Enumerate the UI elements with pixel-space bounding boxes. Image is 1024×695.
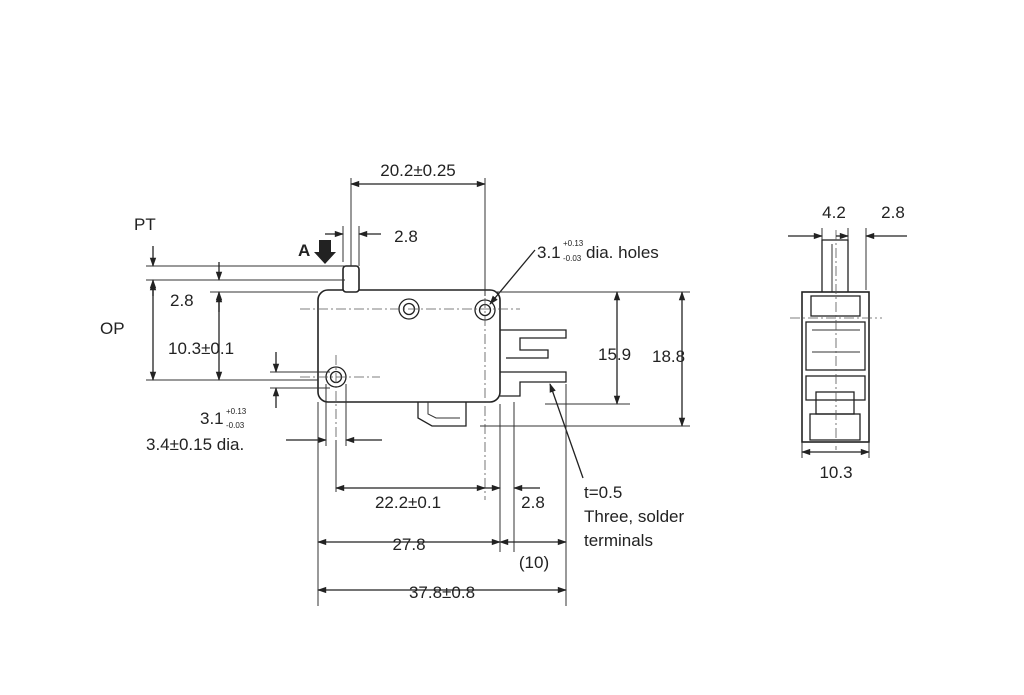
- label-hole-dia: 3.4±0.15 dia.: [146, 435, 244, 454]
- label-side-overall-width: 10.3: [819, 463, 852, 482]
- label-terminal-note-2: Three, solder: [584, 507, 684, 526]
- a-arrow-icon: [314, 240, 336, 264]
- dim-actuator-offset: 2.8: [325, 226, 418, 266]
- label-body-height: 18.8: [652, 347, 685, 366]
- dim-width-top: 20.2±0.25: [350, 161, 486, 296]
- dim-hole-left: 3.1 +0.13 -0.03 3.4±0.15 dia.: [146, 352, 382, 454]
- switch-body: [300, 265, 567, 500]
- label-terminal-spacing: 15.9: [598, 345, 631, 364]
- dim-pt-op: PT OP 2.8 10.3±0.1: [100, 215, 345, 381]
- label-hole-pitch: 22.2±0.1: [375, 493, 441, 512]
- label-actuator-offset: 2.8: [394, 227, 418, 246]
- label-terminal-note-1: t=0.5: [584, 483, 622, 502]
- terminal-note: t=0.5 Three, solder terminals: [549, 383, 684, 550]
- dim-vertical-right: 15.9 18.8: [480, 291, 690, 427]
- label-hole-left-main: 3.1: [200, 409, 224, 428]
- dim-horizontal-bottom: 22.2±0.1 2.8 27.8 (10) 37.8±0.8: [317, 384, 567, 606]
- label-hole-top-suffix: dia. holes: [586, 243, 659, 262]
- label-terminal-length: (10): [519, 553, 549, 572]
- label-side-width-a: 4.2: [822, 203, 846, 222]
- label-a: A: [298, 241, 310, 260]
- label-terminal-offset: 2.8: [521, 493, 545, 512]
- label-hole-top-sup-plus: +0.13: [563, 239, 584, 248]
- label-overall-length: 37.8±0.8: [409, 583, 475, 602]
- label-hole-left-sup-plus: +0.13: [226, 407, 247, 416]
- label-op-offset: 2.8: [170, 291, 194, 310]
- label-width-top: 20.2±0.25: [380, 161, 456, 180]
- label-hole-top-sup-minus: -0.03: [563, 254, 582, 263]
- label-side-width-b: 2.8: [881, 203, 905, 222]
- label-op-height: 10.3±0.1: [168, 339, 234, 358]
- front-view: 20.2±0.25 2.8 A PT OP: [100, 161, 690, 606]
- label-hole-left-sup-minus: -0.03: [226, 421, 245, 430]
- a-marker: A: [298, 240, 336, 264]
- label-pt: PT: [134, 215, 156, 234]
- label-body-length: 27.8: [392, 535, 425, 554]
- label-hole-top-main: 3.1: [537, 243, 561, 262]
- label-terminal-note-3: terminals: [584, 531, 653, 550]
- label-op: OP: [100, 319, 125, 338]
- side-view: 4.2 2.8 10.3: [788, 203, 907, 482]
- dim-hole-top: 3.1 +0.13 -0.03 dia. holes: [489, 239, 659, 305]
